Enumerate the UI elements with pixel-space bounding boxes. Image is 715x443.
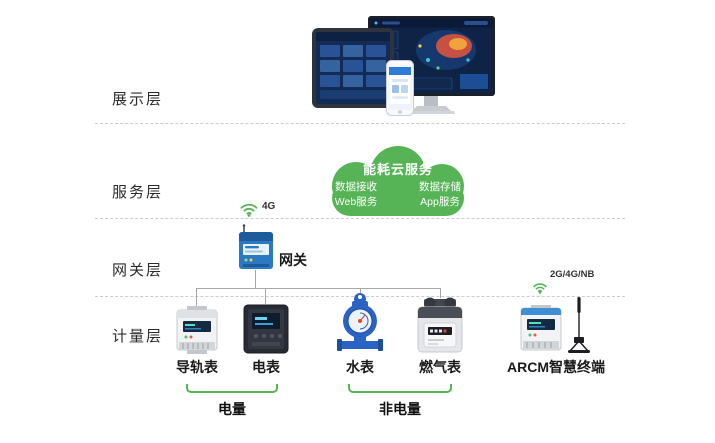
- layer-label-gateway: 网关层: [112, 262, 164, 279]
- connector-drop-electric-meter: [265, 288, 266, 304]
- connector-drop-water-meter: [360, 288, 361, 294]
- layer-label-metering: 计量层: [112, 328, 164, 345]
- group-bracket-electric: [186, 384, 278, 393]
- layer-separator: [95, 218, 625, 219]
- water-meter-illustration: [337, 291, 383, 358]
- cloud-service-item: 数据接收: [335, 181, 377, 193]
- layer-label-display: 展示层: [112, 91, 164, 108]
- arcm-terminal-illustration: [519, 305, 563, 358]
- cloud-service-item: Web服务: [334, 196, 378, 208]
- cloud-services-row: 数据接收 数据存储: [306, 179, 490, 194]
- tablet-illustration: [312, 28, 394, 113]
- rail-meter-illustration: [175, 306, 219, 359]
- device-label-arcm-terminal: ARCM智慧终端: [507, 359, 605, 375]
- wifi-signal-icon: [239, 201, 259, 222]
- phone-illustration: [386, 60, 414, 121]
- device-label-water-meter: 水表: [346, 359, 374, 375]
- cloud-service-item: App服务: [420, 196, 460, 208]
- group-bracket-non-electric: [348, 384, 452, 393]
- gateway-signal-label: 4G: [262, 201, 276, 212]
- connector-bus: [196, 288, 440, 289]
- connector-gateway-drop: [255, 270, 256, 288]
- device-label-electric-meter: 电表: [252, 359, 280, 375]
- cloud-title: 能耗云服务: [362, 162, 433, 177]
- gateway-label: 网关: [279, 252, 307, 268]
- wifi-signal-icon: [532, 281, 548, 299]
- connector-drop-gas-meter: [440, 288, 441, 298]
- device-label-gas-meter: 燃气表: [419, 359, 461, 375]
- device-label-rail-meter: 导轨表: [176, 359, 218, 375]
- cloud-service-item: 数据存储: [419, 181, 461, 193]
- layer-label-service: 服务层: [112, 184, 164, 201]
- group-label-electric: 电量: [218, 401, 246, 417]
- connector-drop-rail-meter: [196, 288, 197, 306]
- energy-cloud-service: 能耗云服务 数据接收 数据存储 Web服务 App服务: [306, 146, 490, 218]
- cloud-icon: [332, 146, 464, 216]
- gateway-device-illustration: [237, 224, 275, 275]
- gas-meter-illustration: [416, 297, 464, 359]
- electric-meter-illustration: [243, 304, 289, 359]
- group-label-non-electric: 非电量: [379, 401, 421, 417]
- cloud-services-row: Web服务 App服务: [306, 194, 490, 209]
- arcm-signal-label: 2G/4G/NB: [550, 269, 595, 280]
- antenna-icon: [566, 297, 592, 358]
- layer-separator: [95, 123, 625, 124]
